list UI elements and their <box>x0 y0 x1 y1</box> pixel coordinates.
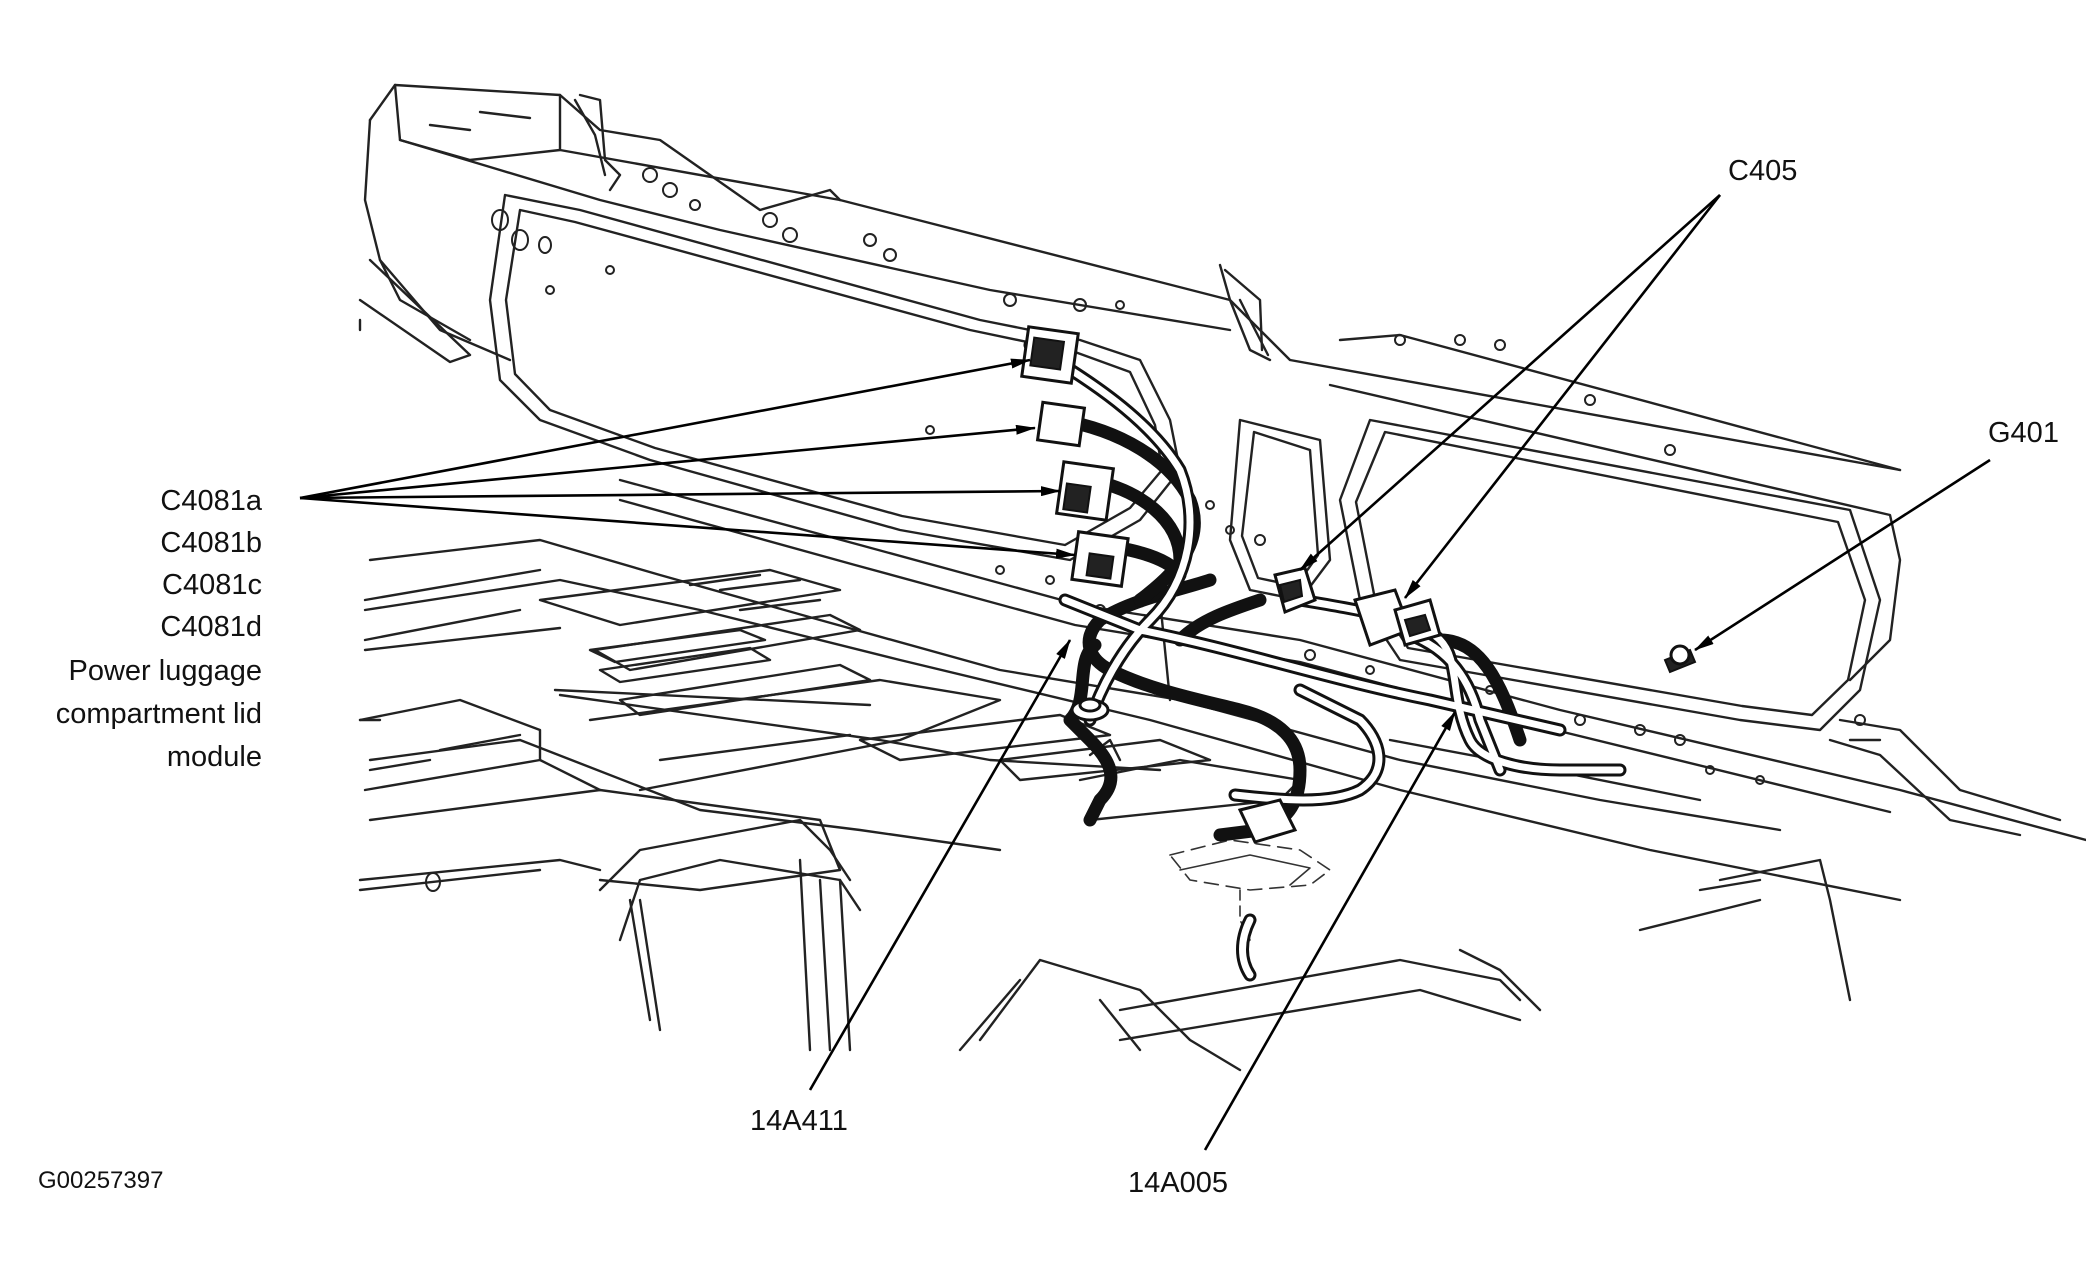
label-c405: C405 <box>1728 155 1798 187</box>
body-panel <box>358 83 2086 842</box>
label-figure-id: G00257397 <box>38 1167 164 1194</box>
label-module-line1: Power luggage <box>68 655 262 687</box>
label-g401: G401 <box>1988 417 2059 449</box>
label-14a005: 14A005 <box>1128 1167 1228 1199</box>
leader-lines <box>299 194 1991 1151</box>
label-module-line2: compartment lid <box>55 698 262 730</box>
label-c4081d: C4081d <box>160 611 262 643</box>
label-module-line3: module <box>166 741 262 773</box>
c405-connectors <box>1273 566 1442 647</box>
label-14a411: 14A411 <box>750 1105 848 1137</box>
label-c4081b: C4081b <box>160 527 262 559</box>
label-c4081c: C4081c <box>162 569 262 601</box>
label-c4081a: C4081a <box>160 485 262 517</box>
